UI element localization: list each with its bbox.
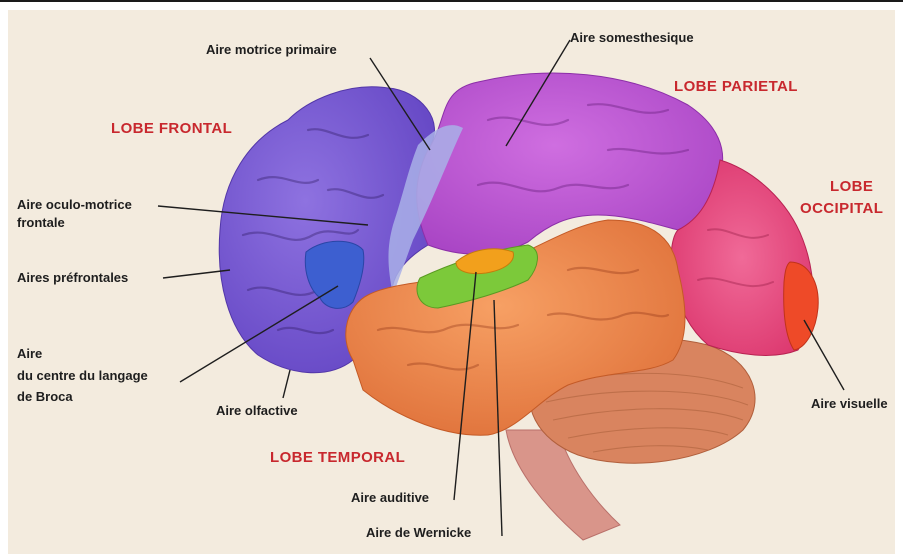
area-wernicke-label: Aire de Wernicke: [366, 525, 471, 540]
diagram-panel: LOBE FRONTAL LOBE PARIETAL LOBE OCCIPITA…: [8, 10, 895, 554]
lobe-occipital-label-line1: LOBE: [830, 178, 873, 195]
leader-olfactive: [283, 370, 290, 398]
lobe-temporal-label: LOBE TEMPORAL: [270, 449, 405, 466]
area-broca-label-line3: de Broca: [17, 389, 73, 404]
area-broca-label-line1: Aire: [17, 346, 42, 361]
lobe-frontal-label: LOBE FRONTAL: [111, 120, 232, 137]
area-broca-label-line2: du centre du langage: [17, 368, 148, 383]
area-oculomotor-label-line1: Aire oculo-motrice: [17, 197, 132, 212]
parietal-lobe: [417, 73, 723, 254]
leader-prefrontales: [163, 270, 230, 278]
area-oculomotor-label-line2: frontale: [17, 215, 65, 230]
area-olfactory-label: Aire olfactive: [216, 403, 298, 418]
area-auditory-label: Aire auditive: [351, 490, 429, 505]
area-somesthesique-label: Aire somesthesique: [570, 30, 694, 45]
lobe-occipital-label-line2: OCCIPITAL: [800, 200, 883, 217]
brain-diagram: LOBE FRONTAL LOBE PARIETAL LOBE OCCIPITA…: [8, 10, 895, 554]
area-motor-label: Aire motrice primaire: [206, 42, 337, 57]
area-visual-label: Aire visuelle: [811, 396, 888, 411]
area-prefrontal-label: Aires préfrontales: [17, 270, 128, 285]
lobe-parietal-label: LOBE PARIETAL: [674, 78, 798, 95]
leader-visuelle: [804, 320, 844, 390]
